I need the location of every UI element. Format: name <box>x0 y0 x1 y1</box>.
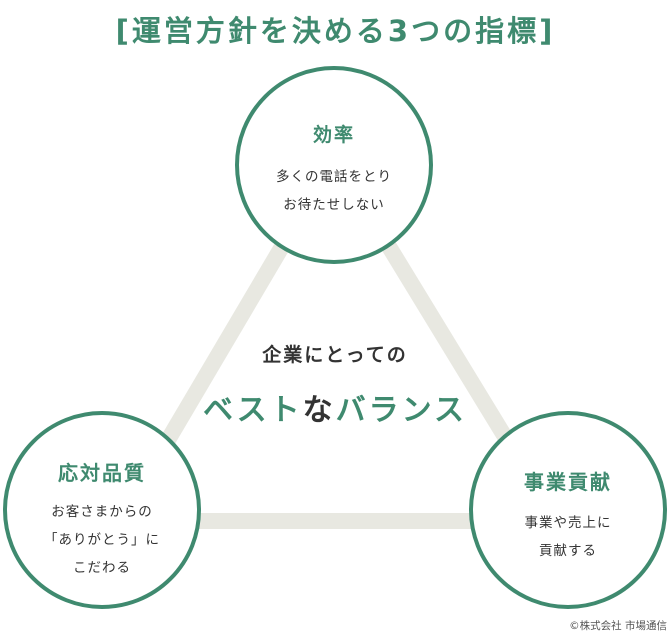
node-service-quality-title: 応対品質 <box>58 461 146 485</box>
node-service-quality-desc-line: 「ありがとう」に <box>44 532 160 548</box>
frame-edge-right <box>381 240 517 450</box>
node-business-contribution-desc-line: 事業や売上に <box>524 515 612 531</box>
copyright-credit: ©株式会社 市場通信 <box>569 620 667 632</box>
node-service-quality-desc: お客さまからの 「ありがとう」に こだわる <box>7 498 197 582</box>
node-service-quality: 応対品質 お客さまからの 「ありがとう」に こだわる <box>3 411 201 609</box>
center-word-balance: バランス <box>335 393 467 428</box>
center-word-na: な <box>302 393 336 428</box>
diagram-title: [運営方針を決める3つの指標] <box>115 14 556 48</box>
center-word-best: ベスト <box>202 393 303 428</box>
node-business-contribution-title: 事業貢献 <box>524 470 612 494</box>
node-efficiency-desc-line: お待たせしない <box>283 197 385 213</box>
node-service-quality-desc-line: お客さまからの <box>51 504 153 520</box>
node-business-contribution-desc: 事業や売上に 貢献する <box>473 509 663 565</box>
node-efficiency-desc: 多くの電話をとり お待たせしない <box>239 163 429 219</box>
center-line2: ベストなバランス <box>185 385 485 429</box>
frame-edge-left <box>158 240 290 450</box>
node-efficiency: 効率 多くの電話をとり お待たせしない <box>235 66 433 264</box>
node-service-quality-desc-line: こだわる <box>73 560 131 576</box>
center-line1: 企業にとっての <box>262 344 408 366</box>
center-message: 企業にとっての ベストなバランス <box>185 340 485 429</box>
node-efficiency-desc-line: 多くの電話をとり <box>276 169 392 185</box>
node-efficiency-title: 効率 <box>312 124 355 146</box>
node-business-contribution: 事業貢献 事業や売上に 貢献する <box>469 411 667 609</box>
node-business-contribution-desc-line: 貢献する <box>539 543 597 559</box>
